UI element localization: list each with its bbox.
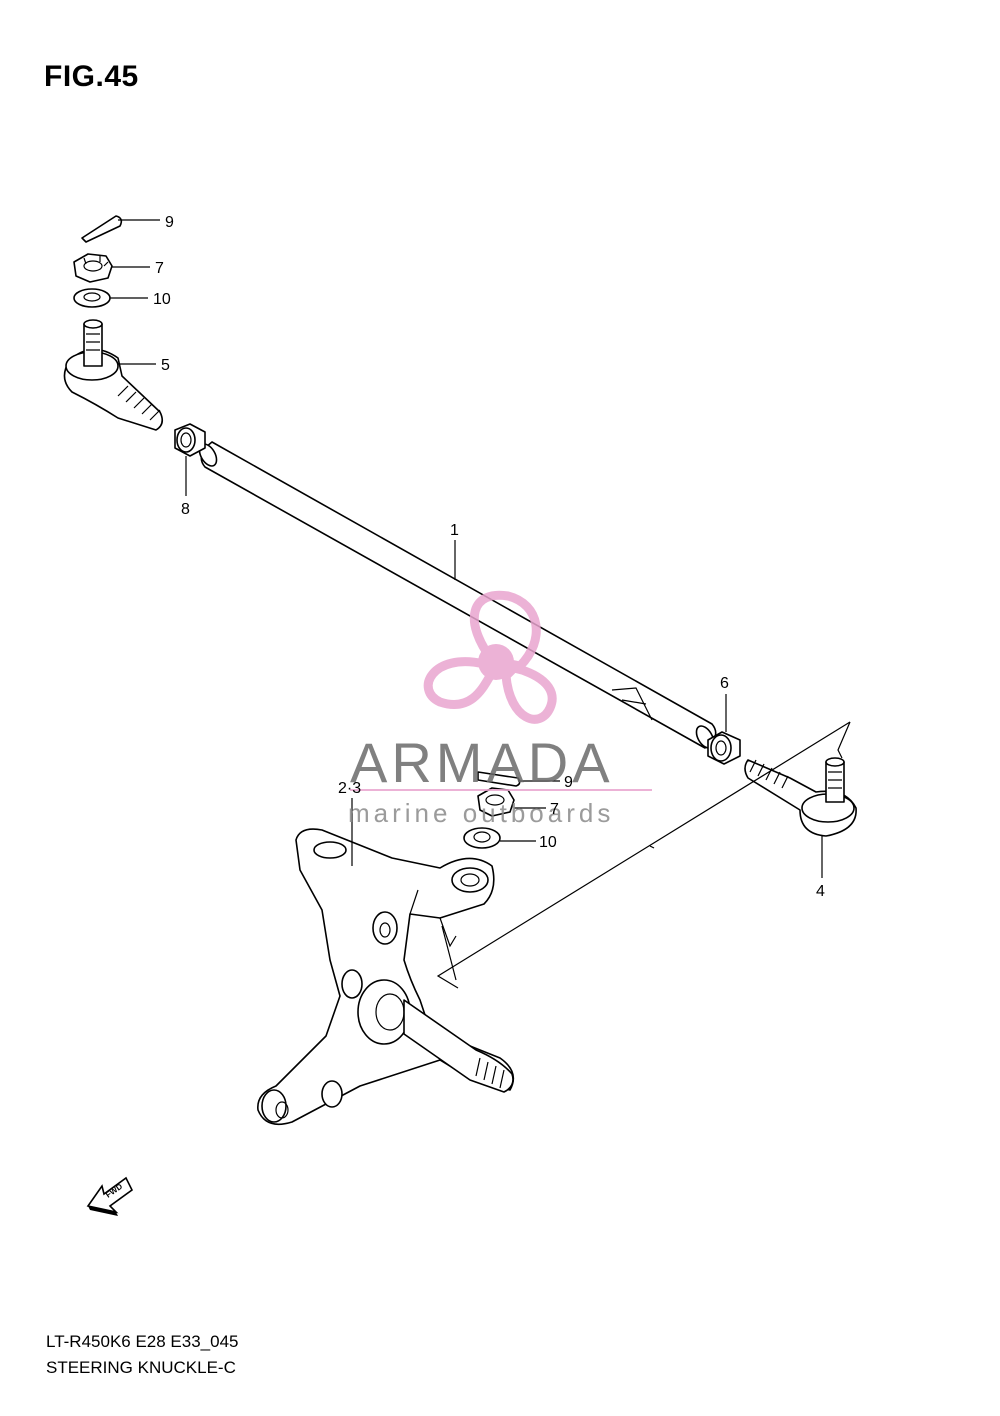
fwd-arrow-icon: FWD — [86, 1176, 134, 1216]
callout-tie-rod: 1 — [450, 522, 459, 539]
callout-labels: 9 7 10 5 8 1 6 2·3 9 7 10 4 — [153, 214, 825, 900]
tie-rod-end-right — [744, 757, 857, 837]
watermark-tagline: marine outboards — [348, 798, 614, 828]
watermark-brand: ARMADA — [350, 731, 614, 794]
callout-cotter-pin-upper: 9 — [165, 214, 174, 231]
cotter-pin-lower — [477, 771, 521, 787]
washer-upper — [73, 288, 111, 308]
propeller-logo — [423, 590, 557, 724]
callout-cotter-pin-lower: 9 — [564, 774, 573, 791]
cotter-pin-upper — [81, 215, 123, 243]
steering-knuckle — [257, 828, 515, 1126]
callout-castle-nut-lower: 7 — [550, 801, 559, 818]
figure-name: STEERING KNUCKLE-C — [46, 1358, 236, 1377]
figure-code: LT-R450K6 E28 E33_045 — [46, 1332, 239, 1351]
callout-washer-upper: 10 — [153, 291, 171, 308]
callout-washer-lower: 10 — [539, 834, 557, 851]
callout-lock-nut-left: 8 — [181, 501, 190, 518]
lock-nut-left — [174, 423, 206, 457]
callout-tie-rod-end-left: 5 — [161, 357, 170, 374]
callout-lock-nut-right: 6 — [720, 675, 729, 692]
tie-rod-end-left — [63, 319, 164, 431]
leader-lines — [110, 219, 823, 878]
washer-lower — [463, 827, 501, 849]
lock-nut-right — [707, 731, 741, 765]
castle-nut-upper — [73, 253, 113, 283]
castle-nut-lower — [477, 787, 515, 817]
assembly-guide-lines — [436, 721, 851, 989]
callout-castle-nut-upper: 7 — [155, 260, 164, 277]
figure-title: FIG.45 — [44, 60, 139, 93]
watermark: ARMADA marine outboards — [348, 590, 652, 828]
callout-tie-rod-end-right: 4 — [816, 883, 825, 900]
callout-steering-knuckle: 2·3 — [338, 780, 361, 797]
